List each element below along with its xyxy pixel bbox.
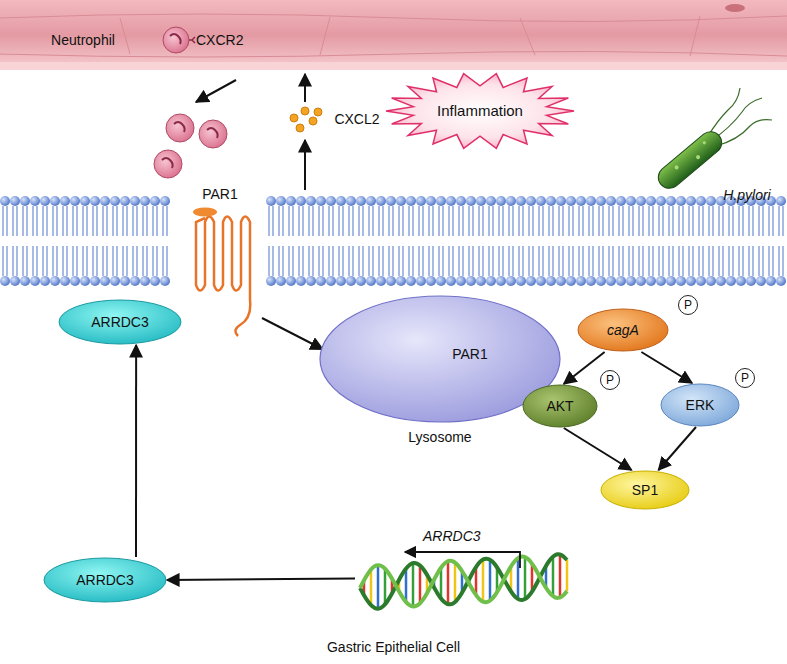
phospho-mark: P [600,370,620,390]
gene-arrow [405,552,520,568]
receptor: PAR1 [178,186,262,336]
node-text: PAR1 [178,186,262,202]
akt-kinase: AKTP [522,384,598,428]
lysosome: Lysosome PAR1 [318,295,562,450]
migration-arrow [196,80,236,102]
node-text: Neutrophil [51,32,115,48]
node-text: ARRDC3 [76,572,134,588]
signal-arrow [262,318,323,349]
erk-kinase: ERKP [660,383,740,427]
inflammation-burst: Inflammation [385,72,575,150]
sp1-factor: SP1 [600,470,690,510]
signal-arrow [564,352,605,384]
node-text: Inflammation [437,102,523,119]
signal-arrow [135,345,137,557]
phospho-mark: P [735,368,755,388]
arrdc3-protein: ARRDC3 [58,299,182,345]
receptor-label: CXCR2 [196,32,243,48]
signal-arrow [564,428,632,470]
node-text: H.pylori [723,187,770,203]
node-text: cagA [607,322,639,338]
node-text: PAR1 [452,346,488,362]
chemokine-dots [290,107,322,132]
par1-receptor [193,208,250,337]
bacterium-label: H.pylori [712,184,782,206]
bacterium [654,88,772,193]
secretion-arrow [304,74,306,102]
secretion-arrow [304,140,306,190]
node-text: CXCL2 [334,111,379,127]
signal-arrow [167,579,355,580]
cell-label: Neutrophil [28,30,138,50]
neutrophil-cell [163,27,195,53]
node-text: ARRDC3 [423,528,481,544]
node-text: AKT [546,398,573,414]
migrated-neutrophils [154,114,227,178]
phospho-mark: P [678,295,698,315]
node-text: Lysosome [318,429,562,445]
dna-helix [360,554,567,609]
node-text: SP1 [632,482,658,498]
arrdc3-gene: ARRDC3 [355,528,570,620]
lysosome-outline [318,295,562,450]
blood-vessel [0,0,787,70]
node-text: ERK [686,397,715,413]
signal-arrow [659,427,697,470]
figure-caption: Gastric Epithelial Cell [0,639,787,655]
receptor-label: PAR1 [445,343,495,365]
signal-arrow [641,352,692,383]
cell-membrane [0,196,786,286]
arrdc3-protein: ARRDC3 [43,557,167,603]
node-text: ARRDC3 [91,314,149,330]
chemokine-label: CXCL2 [326,108,388,130]
caga-protein: cagAP [577,308,669,352]
